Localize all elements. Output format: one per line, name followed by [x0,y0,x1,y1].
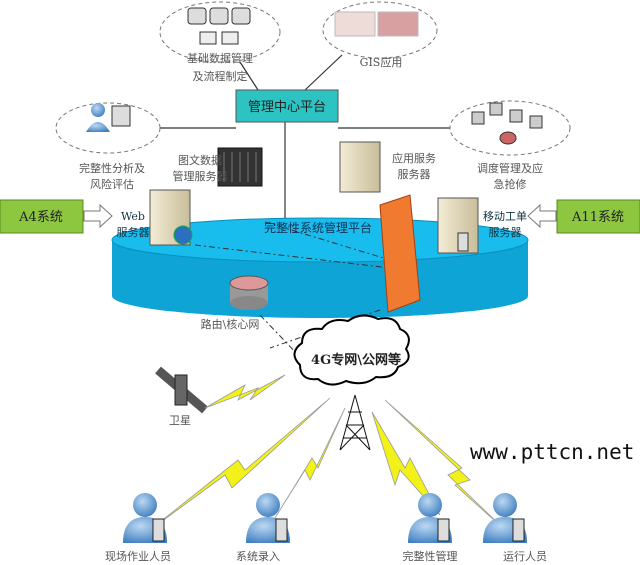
basic-data-label: 基础数据管理 [187,51,253,65]
a11-system-label: A11系统 [571,210,624,225]
user-icon [123,493,167,543]
dispatch-label-2: 急抢修 [494,177,527,191]
connector-lines [160,54,450,222]
center-platform-box [235,89,339,123]
signal-bolts [149,374,506,531]
network-cloud [293,314,410,386]
arrow-left-icon [527,203,557,229]
arrow-right-icon [83,203,113,229]
user-icon [483,493,527,543]
dispatch-module [449,100,571,156]
a4-system-label: A4系统 [18,210,63,225]
mobile-server-label: 移动工单 [483,210,527,223]
firewall-icon [379,194,421,313]
app-server-label-2: 服务器 [398,168,431,181]
application-server-icon [339,141,381,193]
web-server-label: Web [121,210,145,223]
gis-module [322,1,438,59]
monitors-icon [471,102,543,145]
satellite-icon [155,366,208,414]
system-platform-label: 完整性系统管理平台 [264,220,372,235]
router-label: 路由\核心网 [201,317,260,331]
database-icon [187,7,251,45]
network-label: 4G专网\公网等 [311,352,401,368]
cell-tower-icon [339,394,371,451]
a4-system-box [0,199,84,234]
analysis-module [55,102,161,154]
globe-icon [173,225,193,245]
phone-icon [457,232,469,252]
a11-system-box [556,199,640,234]
user-icon [408,493,452,543]
dispatch-label: 调度管理及应 [477,161,543,175]
graphic-server-label: 图文数据 [178,153,222,167]
basic-data-label-2: 及流程制定 [193,69,248,83]
graphic-data-server-icon [217,147,263,187]
mobile-server-icon [437,197,479,254]
satellite-label: 卫星 [169,414,191,427]
center-platform-label: 管理中心平台 [248,100,326,115]
mobile-server-label-2: 服务器 [489,226,522,239]
user-label: 现场作业人员 [105,549,171,563]
user-icon [246,493,290,543]
system-platform-cylinder [111,217,529,318]
basic-data-module [159,1,281,63]
router-icon [229,275,269,310]
user-label: 完整性管理 [403,549,458,563]
app-server-label: 应用服务 [392,151,436,165]
watermark: www.pttcn.net [468,440,637,464]
user-computer-icon [86,103,131,132]
web-server-label-2: 服务器 [117,226,150,239]
map-icon [334,11,419,37]
user-label: 系统录入 [236,550,280,563]
analysis-label-2: 风险评估 [90,177,134,191]
user-label: 运行人员 [503,550,547,563]
analysis-label: 完整性分析及 [79,161,145,175]
graphic-server-label-2: 管理服务器 [173,169,228,183]
gis-label: GIS应用 [360,55,403,69]
